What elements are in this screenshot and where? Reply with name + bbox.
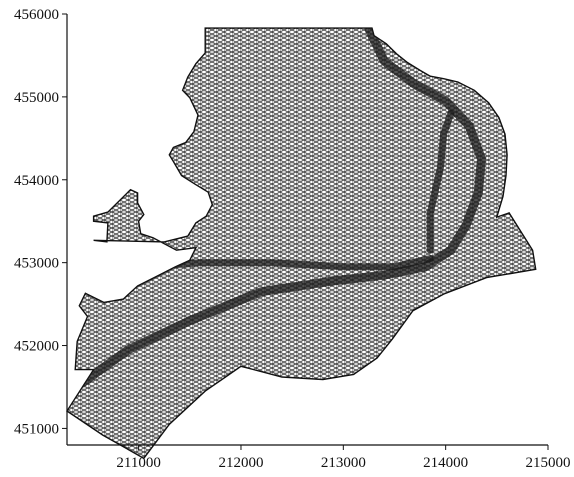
refined-mesh-band [426,110,455,254]
refined-mesh-band [140,255,434,271]
x-tick-label: 211000 [116,455,160,471]
y-tick-label: 456000 [14,7,59,23]
y-tick-label: 451000 [14,421,59,437]
y-tick-label: 452000 [14,339,59,355]
x-tick-label: 215000 [526,455,571,471]
x-tick-label: 213000 [321,455,366,471]
refined-mesh-band [77,28,486,388]
x-tick-label: 212000 [218,455,263,471]
y-tick-label: 455000 [14,90,59,106]
mesh-domain-fill [66,27,537,460]
mesh-domain [66,27,537,460]
x-tick-label: 214000 [423,455,468,471]
y-tick-label: 453000 [14,256,59,272]
y-tick-label: 454000 [14,173,59,189]
axes: 211000 212000 213000 214000 215000 451000 4520… [14,7,571,471]
